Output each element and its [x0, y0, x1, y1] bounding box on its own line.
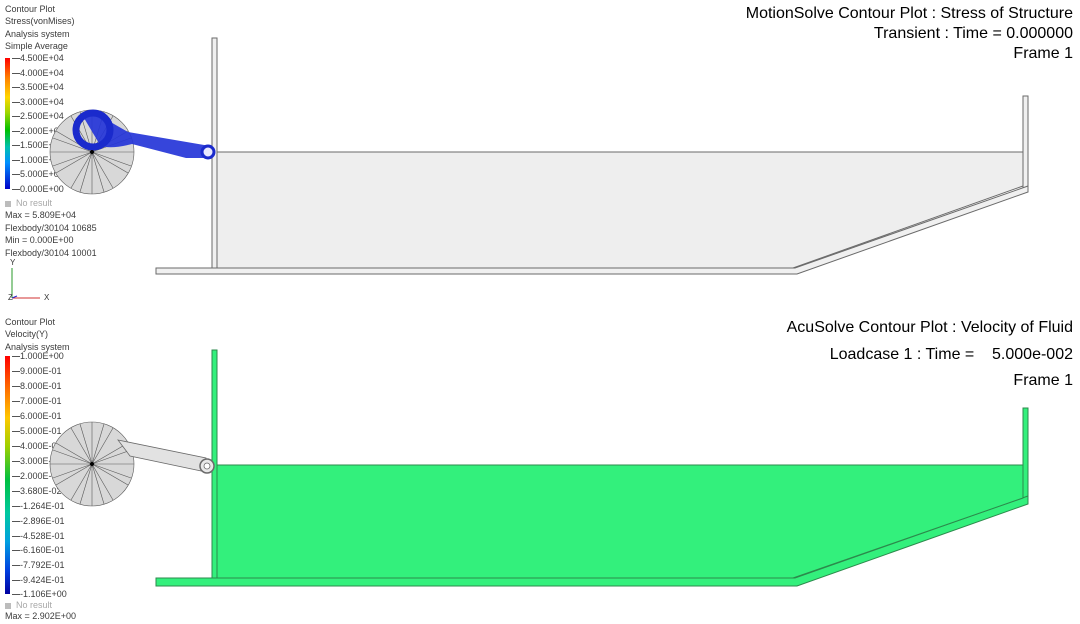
min-location: Flexbody/30104 10001 [5, 247, 97, 258]
max-location: Flexbody/30104 10685 [5, 222, 97, 233]
scale-label: 2.000E+04 [20, 125, 64, 136]
scale-label: -2.896E-01 [20, 516, 65, 526]
scale-label: -6.160E-01 [20, 545, 65, 555]
plot-title-line: AcuSolve Contour Plot : Velocity of Flui… [786, 319, 1073, 336]
fluid-model-view[interactable] [0, 312, 1080, 624]
scale-label: 1.000E+04 [20, 154, 64, 165]
structure-model-view[interactable] [0, 0, 1080, 312]
stress-scale-bar [5, 58, 10, 189]
no-result-entry: No result [5, 600, 76, 611]
scale-label: 4.500E+04 [20, 53, 64, 63]
scale-label: 3.500E+04 [20, 82, 64, 92]
stress-color-scale [5, 58, 13, 189]
legend-result-type: Velocity(Y) [5, 329, 49, 340]
scale-label: 7.000E-01 [20, 396, 62, 406]
no-result-entry: No result [5, 197, 97, 209]
tank-fluid-structure [155, 349, 1029, 587]
scale-label: 3.000E-01 [20, 456, 62, 466]
legend-averaging: Simple Average [5, 40, 68, 51]
scale-label: 8.000E-01 [20, 381, 62, 391]
scale-label: 1.500E+04 [20, 140, 64, 150]
no-result-swatch [5, 602, 11, 609]
legend-result-type: Stress(vonMises) [5, 16, 75, 27]
no-result-swatch [5, 200, 11, 207]
scale-label: 6.000E-01 [20, 411, 62, 421]
axis-triad-icon [11, 268, 40, 299]
tank-structure [155, 37, 1029, 275]
scale-label: 2.500E+04 [20, 111, 64, 121]
plot-frame-line: Frame 1 [1013, 45, 1073, 62]
velocity-legend-footer: No result Max = 2.902E+00 [5, 600, 76, 622]
velocity-scale-bar [5, 356, 10, 594]
scale-label: 1.000E+00 [20, 351, 64, 361]
axis-y-label: Y [10, 258, 16, 267]
legend-system: Analysis system [5, 341, 70, 352]
scale-label: -1.106E+00 [20, 589, 67, 599]
stress-legend-footer: No result Max = 5.809E+04 Flexbody/30104… [5, 197, 97, 259]
plot-frame-line: Frame 1 [1013, 372, 1073, 389]
scale-label: 2.000E-01 [20, 471, 62, 481]
scale-label: 5.000E+03 [20, 169, 64, 179]
plot-time-line: Transient : Time = 0.000000 [873, 25, 1073, 42]
plot-time-line: Loadcase 1 : Time = 5.000e-002 [829, 345, 1073, 363]
scale-label: -4.528E-01 [20, 530, 65, 541]
axis-x-label: X [44, 293, 50, 302]
structure-stress-panel: Contour Plot Stress(vonMises) Analysis s… [0, 0, 1080, 312]
velocity-color-scale [5, 356, 13, 594]
scale-label: 3.680E-02 [20, 486, 62, 496]
legend-system: Analysis system [5, 28, 70, 39]
scale-label: 0.000E+00 [20, 184, 64, 194]
axis-z-label: Z [8, 293, 13, 302]
min-value: Min = 0.000E+00 [5, 235, 74, 246]
scale-label: -7.792E-01 [20, 560, 65, 570]
stress-plot-title: MotionSolve Contour Plot : Stress of Str… [746, 4, 1073, 64]
max-value: Max = 2.902E+00 [5, 611, 77, 621]
axis-triad: Y Z X [8, 258, 58, 306]
max-value: Max = 5.809E+04 [5, 210, 77, 221]
legend-title: Contour Plot [5, 317, 56, 327]
scale-label: 5.000E-01 [20, 426, 62, 436]
crank-arm [72, 109, 216, 160]
scale-label: 4.000E+04 [20, 67, 64, 78]
velocity-legend-header: Contour Plot Velocity(Y) Analysis system [5, 316, 70, 353]
scale-label: 9.000E-01 [20, 366, 62, 376]
legend-title: Contour Plot [5, 4, 56, 14]
scale-label: -1.264E-01 [20, 501, 65, 511]
velocity-plot-title: AcuSolve Contour Plot : Velocity of Flui… [787, 315, 1073, 395]
plot-title-line: MotionSolve Contour Plot : Stress of Str… [745, 5, 1073, 22]
fluid-velocity-panel: Contour Plot Velocity(Y) Analysis system… [0, 312, 1080, 624]
stress-legend-header: Contour Plot Stress(vonMises) Analysis s… [5, 3, 75, 52]
crank-arm [90, 439, 215, 474]
scale-label: -9.424E-01 [20, 575, 65, 585]
scale-label: 3.000E+04 [20, 96, 64, 107]
scale-label: 4.000E-01 [20, 441, 62, 451]
